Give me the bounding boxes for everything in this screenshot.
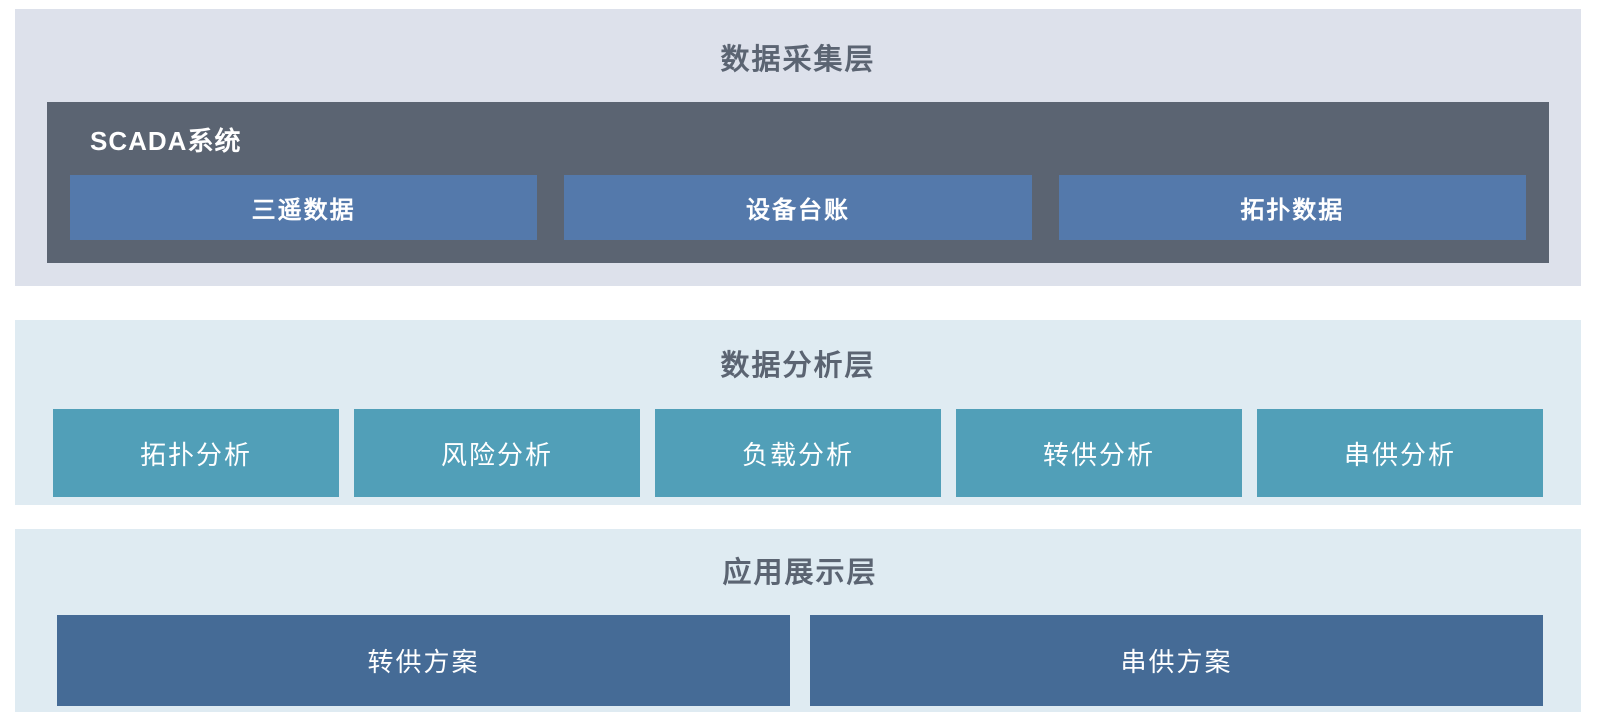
scada-items-row: 三遥数据 设备台账 拓扑数据 [70, 175, 1526, 240]
block-equipment-ledger: 设备台账 [564, 175, 1032, 240]
layer-data-analysis: 数据分析层 拓扑分析 风险分析 负载分析 转供分析 串供分析 [15, 320, 1581, 505]
layer-title-data-collection: 数据采集层 [720, 44, 876, 76]
block-series-supply-analysis: 串供分析 [1257, 409, 1543, 497]
layer-data-collection: 数据采集层 SCADA系统 三遥数据 设备台账 拓扑数据 [15, 9, 1581, 286]
block-load-analysis: 负载分析 [655, 409, 941, 497]
analysis-items-row: 拓扑分析 风险分析 负载分析 转供分析 串供分析 [53, 409, 1543, 497]
block-transfer-supply-analysis: 转供分析 [956, 409, 1242, 497]
layer-gap [15, 505, 1581, 529]
scada-system-box: SCADA系统 三遥数据 设备台账 拓扑数据 [47, 102, 1549, 263]
layer-title-application-display: 应用展示层 [722, 557, 878, 589]
block-risk-analysis: 风险分析 [354, 409, 640, 497]
block-telemetry-data: 三遥数据 [70, 175, 538, 240]
layer-stack: 数据采集层 SCADA系统 三遥数据 设备台账 拓扑数据 数据分析层 拓扑分析 … [15, 9, 1581, 712]
scada-system-label: SCADA系统 [90, 126, 242, 156]
block-series-supply-plan: 串供方案 [810, 615, 1543, 706]
block-transfer-supply-plan: 转供方案 [57, 615, 790, 706]
block-topology-analysis: 拓扑分析 [53, 409, 339, 497]
block-topology-data: 拓扑数据 [1058, 175, 1526, 240]
layer-application-display: 应用展示层 转供方案 串供方案 [15, 529, 1581, 712]
layer-gap [15, 286, 1581, 320]
layer-title-data-analysis: 数据分析层 [720, 350, 876, 382]
application-items-row: 转供方案 串供方案 [57, 615, 1543, 706]
